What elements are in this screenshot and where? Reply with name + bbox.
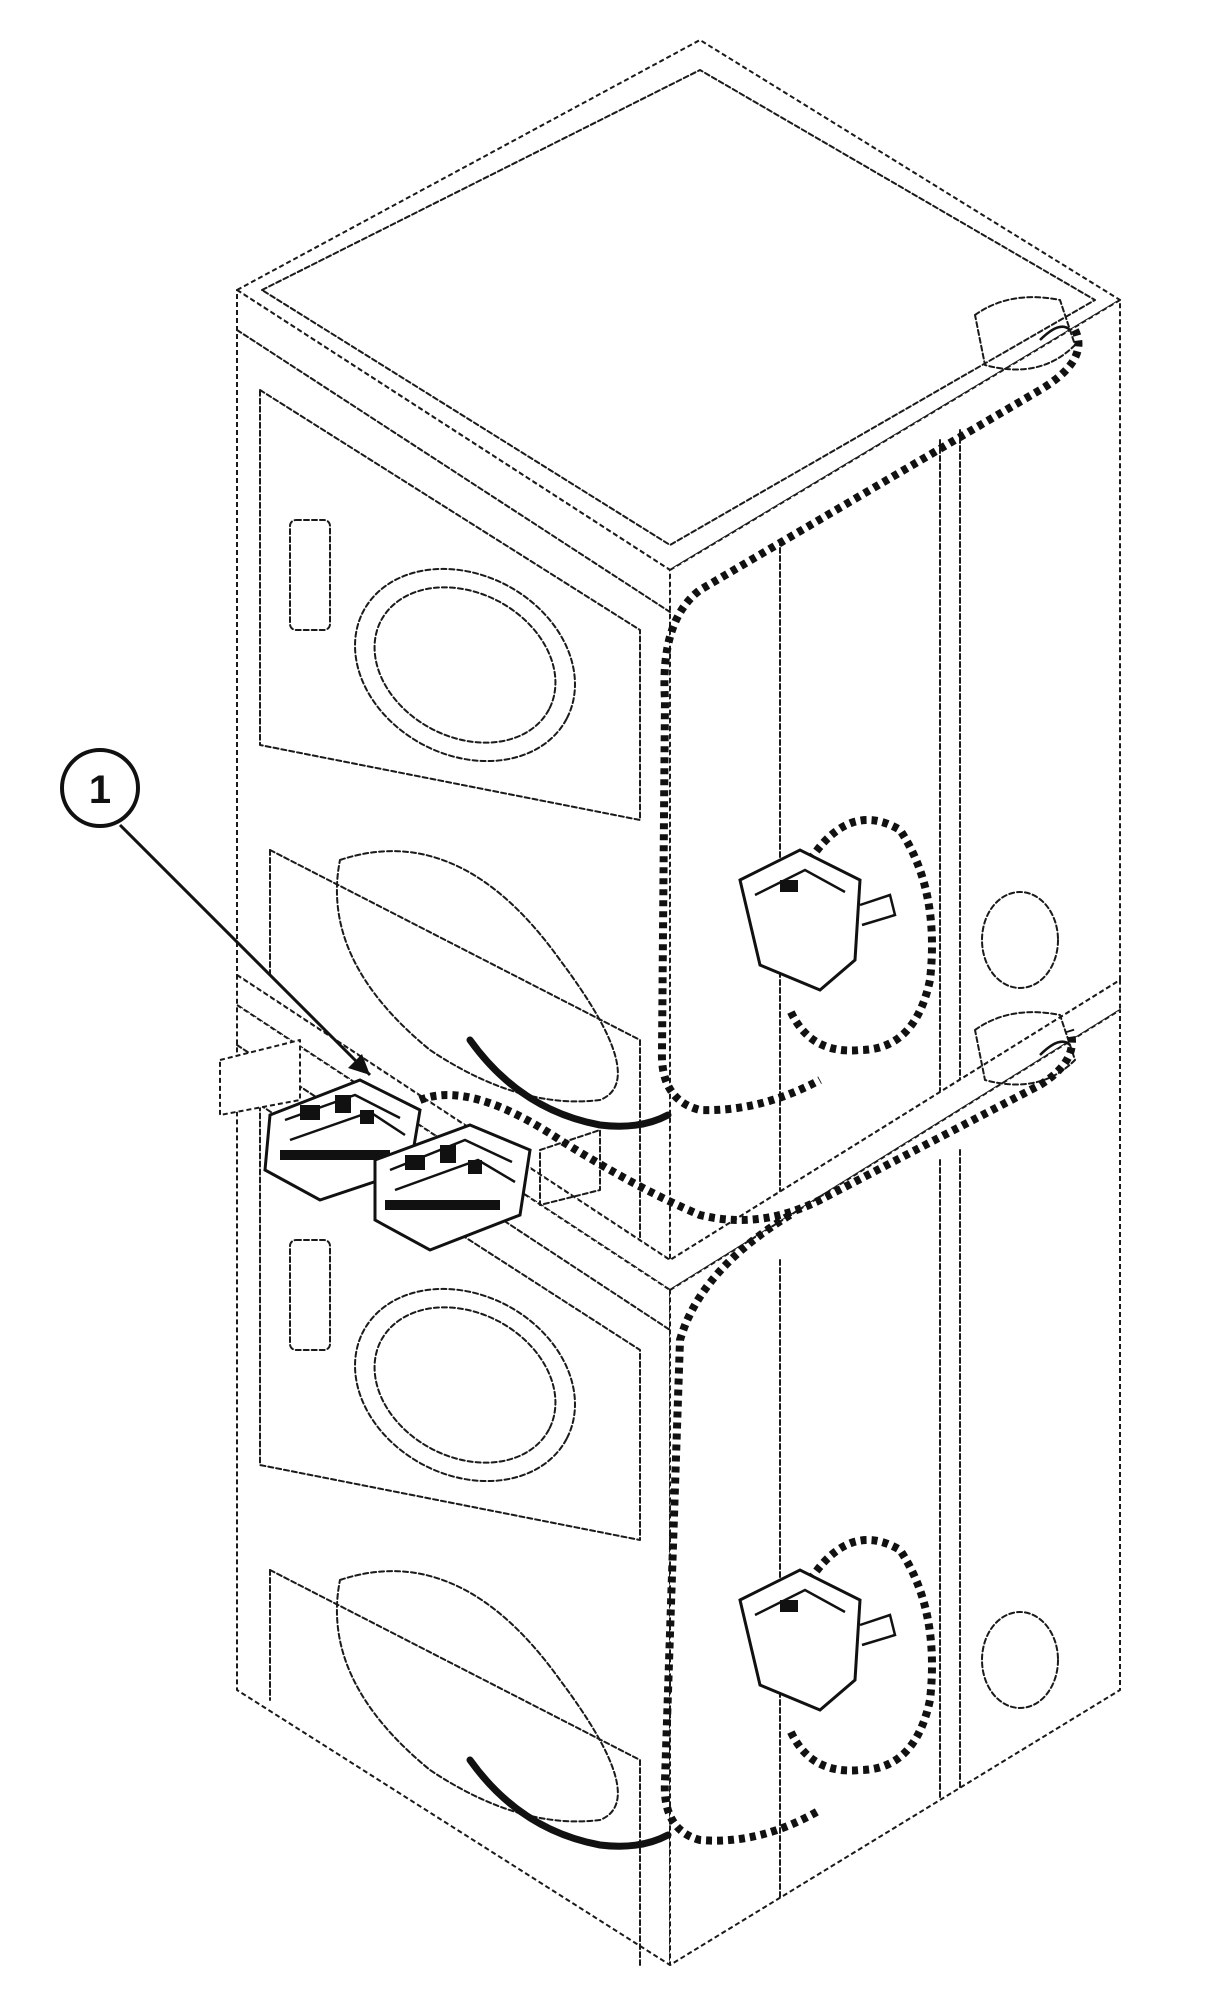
lower-drain-hose <box>466 1756 672 1850</box>
upper-motor <box>738 848 897 992</box>
upper-door-window <box>354 567 576 763</box>
lower-motor <box>738 1568 897 1712</box>
wire-harness-group <box>418 328 1083 1845</box>
lower-wire-harness <box>660 1211 936 1845</box>
upper-door-panel <box>259 389 641 821</box>
control-module-assembly <box>219 1039 601 1252</box>
upper-wire-harness <box>657 328 1083 1115</box>
callout-1-leader-line <box>118 823 372 1077</box>
upper-unit-front-face <box>236 289 671 1261</box>
callout-1-arrowhead <box>348 1054 370 1075</box>
callout-1-circle <box>60 748 140 828</box>
upper-drain-hose <box>466 1036 672 1130</box>
lower-unit-side-face <box>669 1009 1121 1966</box>
upper-door-handle <box>289 519 331 631</box>
lower-door-panel <box>259 1104 641 1541</box>
lower-unit <box>236 974 1121 1966</box>
lower-top-connector <box>974 1011 1076 1086</box>
mid-wire-harness <box>418 1028 1076 1224</box>
lower-door-window <box>354 1287 576 1483</box>
callout-1: 1 <box>60 748 372 1077</box>
callout-1-number: 1 <box>89 768 111 812</box>
lower-door-handle <box>289 1239 331 1351</box>
